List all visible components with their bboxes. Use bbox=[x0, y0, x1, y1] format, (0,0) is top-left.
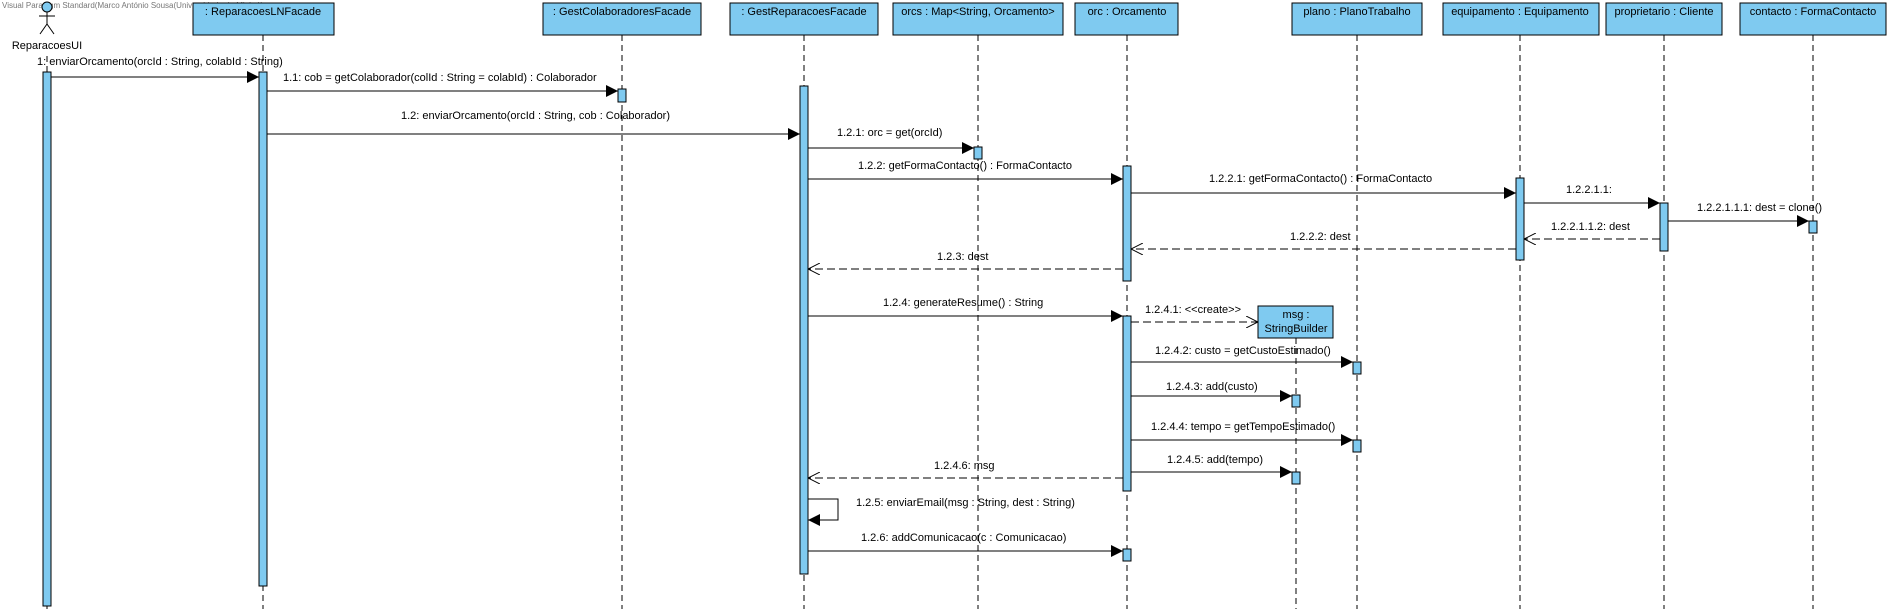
lifeline-label: orc : Orcamento bbox=[1088, 6, 1167, 18]
activation-bar bbox=[1352, 439, 1362, 453]
message-label: 1.2: enviarOrcamento(orcId : String, cob… bbox=[401, 110, 670, 122]
created-object-label-line2: StringBuilder bbox=[1265, 323, 1328, 335]
lifeline-orcs-map: orcs : Map<String, Orcamento> bbox=[892, 2, 1064, 609]
message-1-2-2-1-1-1: 1.2.2.1.1.1: dest = clone() bbox=[1668, 202, 1822, 227]
message-label: 1.2.2.1: getFormaContacto() : FormaConta… bbox=[1209, 173, 1432, 185]
lifeline-label: orcs : Map<String, Orcamento> bbox=[901, 6, 1054, 18]
activation-bar bbox=[1122, 165, 1132, 282]
lifeline-label: equipamento : Equipamento bbox=[1451, 6, 1589, 18]
lifeline-label: proprietario : Cliente bbox=[1614, 6, 1713, 18]
message-label: 1.2.2.1.1.1: dest = clone() bbox=[1697, 202, 1822, 214]
message-1-2-4-6: 1.2.4.6: msg bbox=[808, 460, 1123, 478]
actor-label: ReparacoesUI bbox=[12, 40, 82, 52]
message-1-2-5-self: 1.2.5: enviarEmail(msg : String, dest : … bbox=[808, 497, 1075, 526]
message-label: 1.2.4.5: add(tempo) bbox=[1167, 454, 1263, 466]
message-label: 1.2.4: generateResume() : String bbox=[883, 297, 1043, 309]
lifeline-plano-trabalho: plano : PlanoTrabalho bbox=[1291, 2, 1423, 609]
message-1-2-4-3: 1.2.4.3: add(custo) bbox=[1131, 381, 1292, 402]
activation-bar bbox=[258, 71, 268, 587]
activation-bar bbox=[1515, 177, 1525, 261]
activation-bar bbox=[1659, 202, 1669, 252]
activation-bar bbox=[1808, 220, 1818, 234]
message-1-2-1: 1.2.1: orc = get(orcId) bbox=[808, 127, 974, 154]
message-1-2-4-4: 1.2.4.4: tempo = getTempoEstimado() bbox=[1131, 421, 1353, 446]
message-1-2-4: 1.2.4: generateResume() : String bbox=[808, 297, 1123, 322]
message-label: 1.2.3: dest bbox=[937, 251, 988, 263]
activation-bar bbox=[1122, 548, 1132, 562]
message-label: 1.2.4.2: custo = getCustoEstimado() bbox=[1155, 345, 1331, 357]
message-1-2-2-1: 1.2.2.1: getFormaContacto() : FormaConta… bbox=[1131, 173, 1516, 199]
activation-bar bbox=[617, 88, 627, 103]
lifeline-label: plano : PlanoTrabalho bbox=[1303, 6, 1410, 18]
message-1-2-4-2: 1.2.4.2: custo = getCustoEstimado() bbox=[1131, 345, 1353, 368]
message-1-1: 1.1: cob = getColaborador(colId : String… bbox=[267, 72, 618, 97]
activation-bar bbox=[1352, 361, 1362, 375]
message-1-2-2-1-1-2: 1.2.2.1.1.2: dest bbox=[1524, 221, 1660, 239]
message-1-2-2-2: 1.2.2.2: dest bbox=[1131, 231, 1516, 249]
message-label: 1.1: cob = getColaborador(colId : String… bbox=[283, 72, 597, 84]
message-arrow bbox=[808, 498, 839, 526]
message-label: 1.2.2.1.1.2: dest bbox=[1551, 221, 1630, 233]
message-1-2-4-5: 1.2.4.5: add(tempo) bbox=[1131, 454, 1292, 478]
lifeline-orcamento: orc : Orcamento bbox=[1074, 2, 1179, 609]
lifeline-gest-reparacoes-facade: : GestReparacoesFacade bbox=[729, 2, 879, 609]
lifeline-equipamento: equipamento : Equipamento bbox=[1442, 2, 1600, 609]
message-label: 1.2.5: enviarEmail(msg : String, dest : … bbox=[856, 497, 1075, 509]
message-1-2-6: 1.2.6: addComunicacao(c : Comunicacao) bbox=[808, 532, 1123, 557]
message-1-2-3: 1.2.3: dest bbox=[808, 251, 1123, 269]
activation-bar bbox=[1122, 315, 1132, 492]
activation-bar bbox=[1291, 471, 1301, 485]
actor-reparacoes-ui: ReparacoesUI bbox=[12, 1, 82, 52]
lifeline-gest-colaboradores-facade: : GestColaboradoresFacade bbox=[542, 2, 702, 609]
lifeline-label: : GestColaboradoresFacade bbox=[553, 6, 691, 18]
message-label: 1: enviarOrcamento(orcId : String, colab… bbox=[37, 56, 283, 68]
actor-stick-figure-icon bbox=[39, 1, 55, 35]
message-1-2-2: 1.2.2: getFormaContacto() : FormaContact… bbox=[808, 160, 1123, 185]
activation-bar bbox=[799, 85, 809, 575]
message-label: 1.2.4.1: <<create>> bbox=[1145, 304, 1241, 316]
lifeline-forma-contacto: contacto : FormaContacto bbox=[1739, 2, 1887, 609]
created-object-string-builder: msg : StringBuilder bbox=[1257, 305, 1334, 609]
lifeline-proprietario: proprietario : Cliente bbox=[1605, 2, 1723, 609]
lifeline-label: : ReparacoesLNFacade bbox=[205, 6, 321, 18]
message-label: 1.2.2.2: dest bbox=[1290, 231, 1351, 243]
message-label: 1.2.4.6: msg bbox=[934, 460, 995, 472]
activation-bars bbox=[42, 71, 1818, 607]
message-1: 1: enviarOrcamento(orcId : String, colab… bbox=[37, 56, 283, 83]
activation-bar bbox=[1291, 394, 1301, 408]
message-label: 1.2.1: orc = get(orcId) bbox=[837, 127, 942, 139]
activation-bar bbox=[42, 71, 52, 607]
message-label: 1.2.2: getFormaContacto() : FormaContact… bbox=[858, 160, 1072, 172]
lifeline-label: : GestReparacoesFacade bbox=[741, 6, 866, 18]
message-label: 1.2.4.3: add(custo) bbox=[1166, 381, 1258, 393]
lifeline-label: contacto : FormaContacto bbox=[1750, 6, 1877, 18]
message-1-2-4-1: 1.2.4.1: <<create>> bbox=[1131, 304, 1258, 322]
watermark-text: Visual Paradigm Standard(Marco António S… bbox=[2, 1, 264, 10]
message-label: 1.2.6: addComunicacao(c : Comunicacao) bbox=[861, 532, 1066, 544]
created-object-label-line1: msg : bbox=[1283, 309, 1310, 321]
message-label: 1.2.2.1.1: bbox=[1566, 184, 1612, 196]
message-1-2-2-1-1: 1.2.2.1.1: bbox=[1524, 184, 1660, 209]
activation-bar bbox=[973, 146, 983, 160]
message-label: 1.2.4.4: tempo = getTempoEstimado() bbox=[1151, 421, 1335, 433]
message-1-2: 1.2: enviarOrcamento(orcId : String, cob… bbox=[267, 110, 800, 140]
